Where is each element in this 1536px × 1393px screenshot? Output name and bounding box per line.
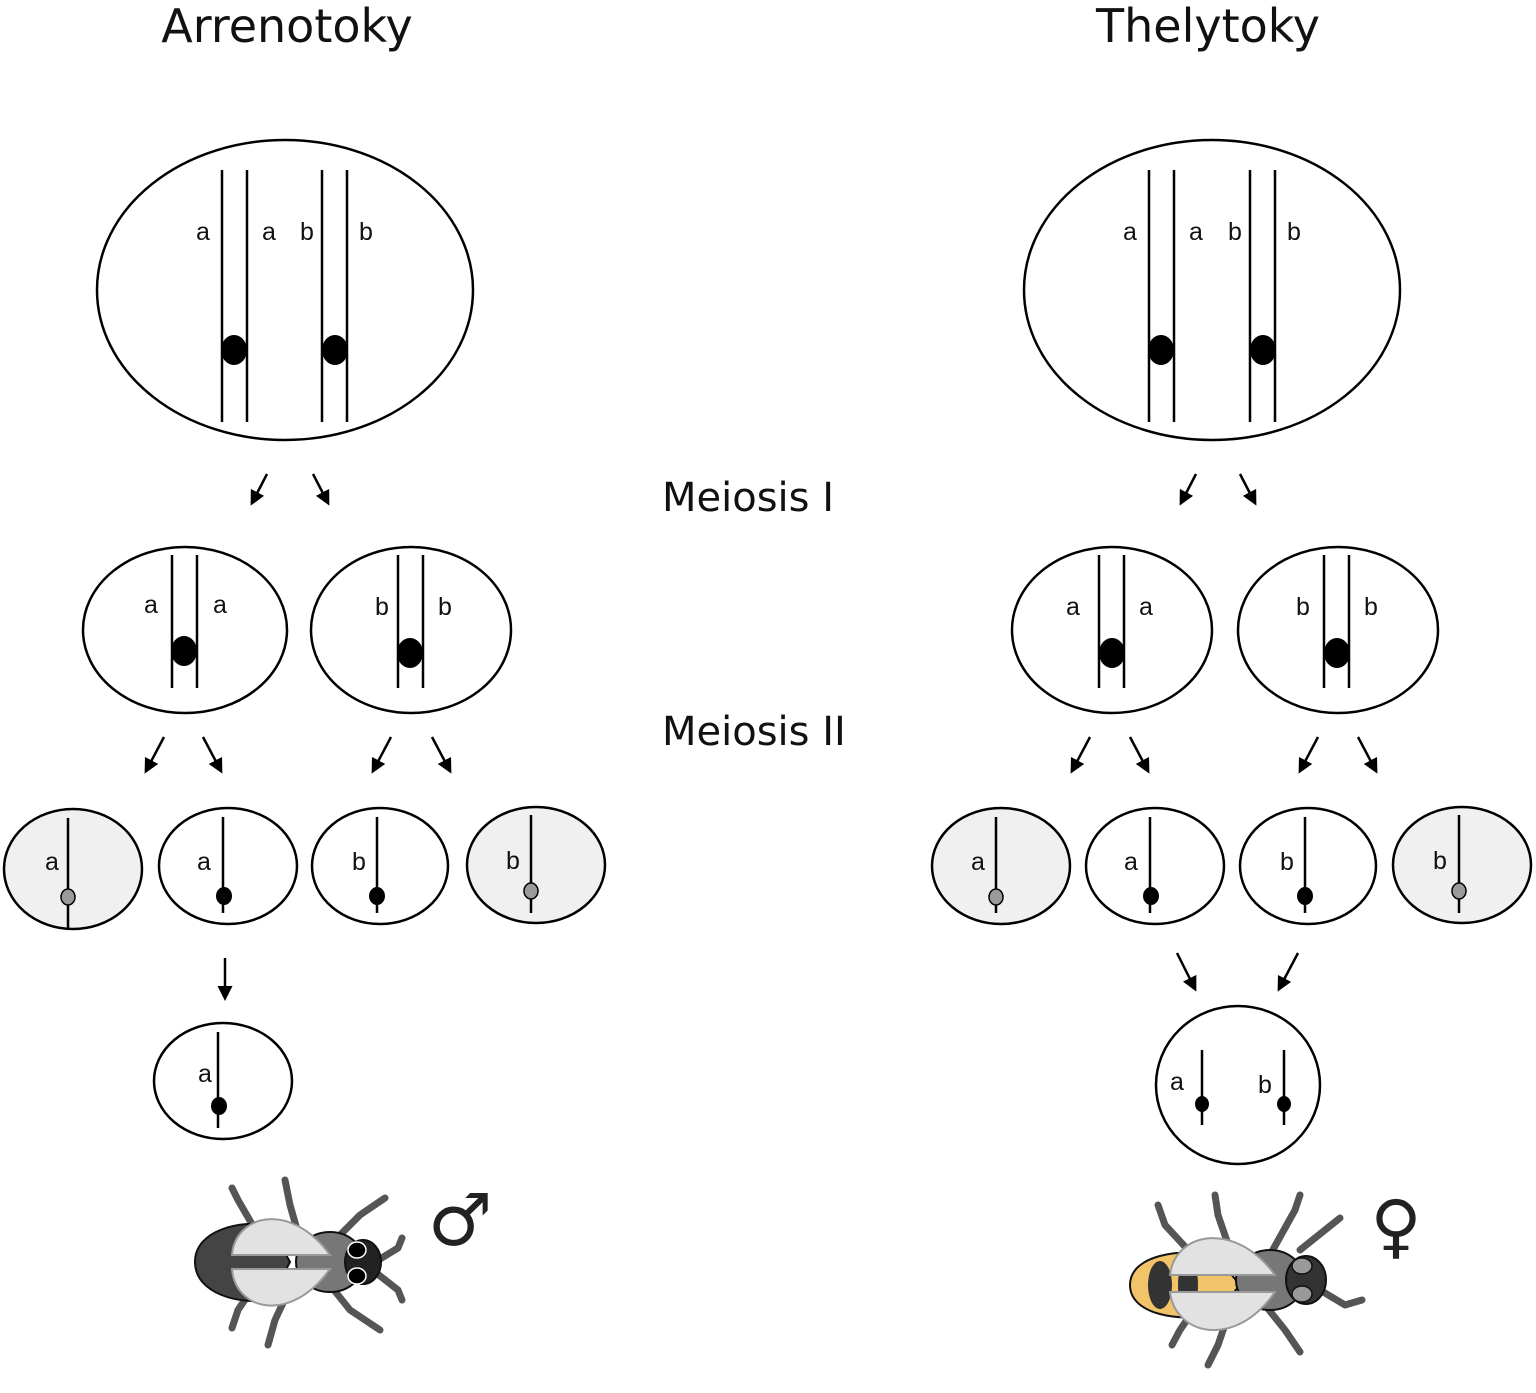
female-symbol: ♀ xyxy=(1370,1185,1421,1267)
title-thelytoky: Thelytoky xyxy=(1095,0,1320,53)
allele-label: a xyxy=(1123,218,1137,246)
allele-label: a xyxy=(1139,593,1153,621)
allele-label: b xyxy=(1287,218,1301,246)
arrow xyxy=(311,473,330,506)
meiosis1-cell-a-left: a a xyxy=(81,545,289,715)
allele-label: b xyxy=(1364,593,1378,621)
insect-wing xyxy=(230,1218,332,1256)
arrow xyxy=(1277,952,1300,992)
arrow xyxy=(1298,736,1320,774)
allele-label: b xyxy=(375,593,389,621)
meiosis1-cell-a-right: a a xyxy=(1010,545,1214,715)
allele-label: a xyxy=(1066,593,1080,621)
arrow xyxy=(430,736,452,774)
polar-body-b-right: b xyxy=(1391,805,1533,925)
allele-label: b xyxy=(1228,218,1242,246)
label-meiosis-1: Meiosis I xyxy=(662,475,834,521)
allele-label: b xyxy=(352,848,366,876)
centromere xyxy=(221,335,247,365)
meiosis1-cell-b-left: b b xyxy=(309,545,513,715)
meiosis1-cell-b-right: b b xyxy=(1236,545,1440,715)
haploid-egg-left: a xyxy=(152,1021,294,1141)
allele-label: b xyxy=(1280,848,1294,876)
mother-cell-right: a a b b xyxy=(1022,138,1402,442)
insect-wing xyxy=(1168,1237,1277,1276)
allele-label: a xyxy=(144,591,158,619)
allele-label: a xyxy=(971,848,985,876)
allele-label: a xyxy=(197,848,211,876)
insect-wing xyxy=(1168,1291,1277,1331)
thelytoky-column: a a b b a a b b xyxy=(930,138,1533,1369)
allele-label: a xyxy=(213,591,227,619)
arrow xyxy=(250,473,269,506)
arrow xyxy=(1356,736,1378,774)
centromere xyxy=(322,335,348,365)
allele-label: b xyxy=(359,218,373,246)
wasp-male-icon xyxy=(193,1176,406,1349)
title-arrenotoky: Arrenotoky xyxy=(161,0,412,53)
insect-wing xyxy=(230,1268,332,1307)
allele-label: a xyxy=(198,1060,212,1088)
allele-label: b xyxy=(1296,593,1310,621)
polar-body-b-left-2: b xyxy=(465,805,607,925)
arrow xyxy=(1238,473,1257,506)
arrow xyxy=(1070,736,1092,774)
allele-label: b xyxy=(1433,847,1447,875)
polar-body-b-left-1: b xyxy=(310,806,450,926)
egg-nucleus-a-left: a xyxy=(157,806,299,926)
allele-label: a xyxy=(262,218,276,246)
diploid-egg-right: a b xyxy=(1154,1004,1322,1166)
allele-label: a xyxy=(196,218,210,246)
allele-label: b xyxy=(1258,1071,1272,1099)
label-meiosis-2: Meiosis II xyxy=(662,709,846,755)
arrow xyxy=(1175,952,1197,992)
male-symbol: ♂ xyxy=(428,1178,493,1262)
arrow xyxy=(371,736,393,774)
allele-label: a xyxy=(45,848,59,876)
arrow xyxy=(201,736,223,774)
polar-body-a-left: a xyxy=(2,807,144,931)
arrow xyxy=(144,736,166,774)
arrenotoky-column: a a b b a a b b xyxy=(2,138,607,1349)
allele-label: a xyxy=(1170,1068,1184,1096)
egg-nucleus-a-right: a xyxy=(1084,806,1226,926)
polar-body-a-right: a xyxy=(930,806,1072,926)
egg-nucleus-b-right: b xyxy=(1238,806,1378,926)
allele-label: b xyxy=(438,593,452,621)
arrow xyxy=(1179,473,1198,506)
mother-cell-left: a a b b xyxy=(95,138,475,442)
allele-label: a xyxy=(1124,848,1138,876)
arrow xyxy=(1128,736,1150,774)
allele-label: b xyxy=(300,218,314,246)
wasp-female-icon xyxy=(1128,1191,1366,1369)
allele-label: b xyxy=(506,847,520,875)
allele-label: a xyxy=(1189,218,1203,246)
